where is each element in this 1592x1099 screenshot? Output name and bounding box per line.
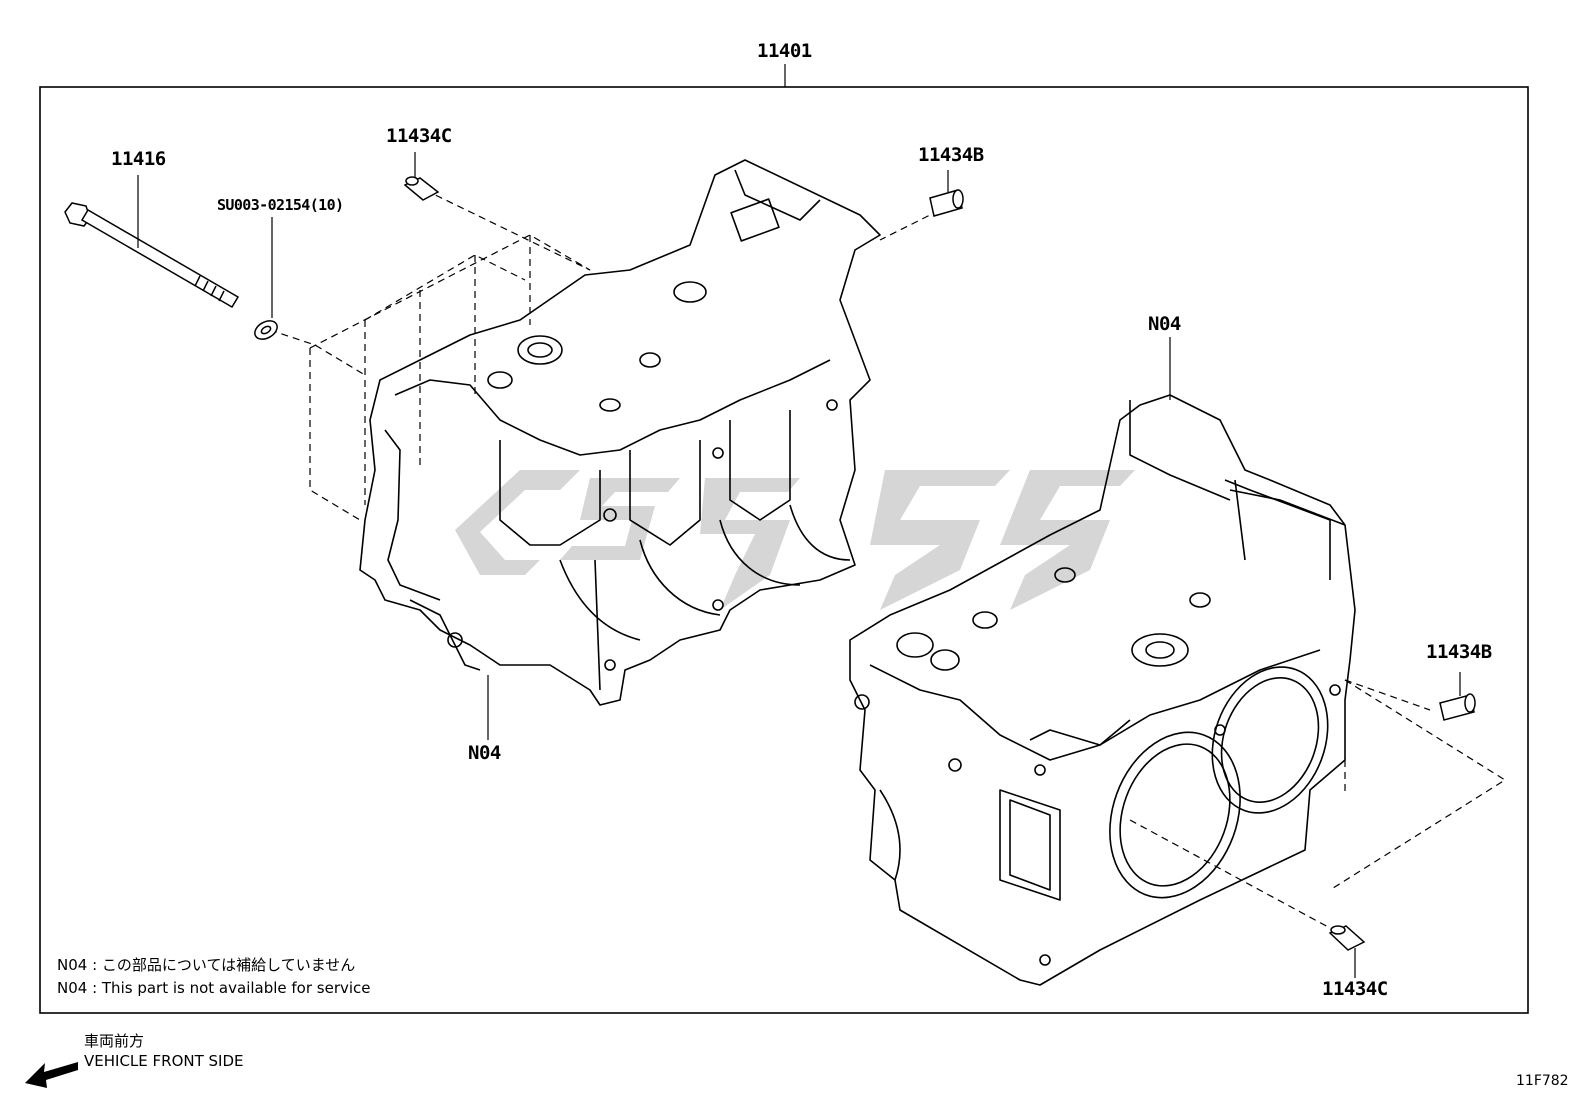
callout-pin-c-top: 11434C [386,125,452,147]
callout-n04-right: N04 [1148,313,1181,335]
callout-pin-b-right: 11434B [1426,641,1492,663]
bolt-11416 [64,202,240,309]
cylinder-block-left-half [359,159,881,706]
note-n04-ja: N04 : この部品については補給していません [57,956,356,974]
callout-pin-b-top: 11434B [918,144,984,166]
dowel-pin-11434b-top [929,189,964,217]
dowel-pin-11434b-right [1439,693,1476,721]
callout-bolt-11416: 11416 [111,148,166,170]
watermark-logo [455,470,1135,610]
assembly-frame [39,86,1529,1014]
dowel-pin-11434c-top [403,176,440,201]
figure-code: 11F782 [1516,1073,1569,1089]
washer-su003 [254,320,278,340]
left-dashed-guides [269,189,951,521]
assembly-part-number: 11401 [757,40,812,62]
callout-n04-left: N04 [468,742,501,764]
callout-washer: SU003-02154(10) [217,196,344,214]
orientation-label-en: VEHICLE FRONT SIDE [84,1052,244,1070]
orientation-label-ja: 車両前方 [84,1032,145,1050]
callout-pin-c-bottom: 11434C [1322,978,1388,1000]
front-arrow-icon [25,1062,78,1088]
cylinder-block-right-half [849,394,1356,986]
right-dashed-guides [1129,679,1507,929]
dowel-pin-11434c-bottom [1328,925,1366,951]
note-n04-en: N04 : This part is not available for ser… [57,979,371,997]
